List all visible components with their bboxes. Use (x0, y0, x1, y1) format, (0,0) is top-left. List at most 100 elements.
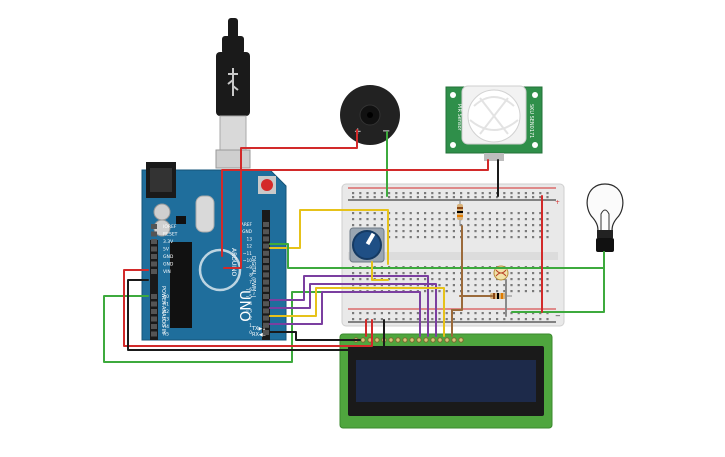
analog-pin[interactable] (151, 301, 157, 307)
arduino-logo-text: UNO (236, 290, 252, 322)
digital-pin[interactable] (263, 301, 269, 307)
digital-pin-label: ~5 (246, 294, 253, 300)
digital-pin-label: ~6 (246, 287, 253, 293)
power-pin-label: GND (163, 254, 174, 260)
analog-pin-label: A4 (163, 324, 169, 330)
digital-pin[interactable] (263, 308, 269, 314)
wire-red-pir[interactable] (221, 159, 489, 257)
lcd-pin[interactable] (444, 337, 450, 343)
wire-yellow-pot-2[interactable] (371, 261, 389, 281)
digital-pin-label: 4 (249, 301, 252, 307)
lcd-pin[interactable] (451, 337, 457, 343)
lcd-pin[interactable] (409, 337, 415, 343)
arduino-brand: ARDUINO (230, 248, 237, 277)
power-pin-label: 5V (163, 247, 170, 253)
wire-red-5v[interactable] (123, 269, 373, 347)
lcd-pin[interactable] (402, 337, 408, 343)
wire-yellow-pot[interactable] (269, 209, 389, 265)
digital-pin[interactable] (263, 294, 269, 299)
digital-pin[interactable] (263, 286, 269, 292)
lcd-pin[interactable] (430, 337, 436, 343)
photoresistor[interactable] (493, 265, 509, 281)
digital-pin-label: ~11 (243, 251, 252, 257)
digital-pin[interactable] (263, 279, 269, 285)
analog-pin-label: A5 (163, 332, 169, 338)
wire-brown-lcd[interactable] (451, 225, 463, 337)
power-pin[interactable] (151, 269, 157, 274)
digital-pin-label: 1 (249, 323, 252, 329)
pir-label-right: SKU SEN0171 (528, 104, 534, 138)
tx-label: TX▶1 (251, 326, 266, 332)
power-pin[interactable] (151, 254, 157, 259)
wire-black-gnd[interactable] (127, 279, 385, 351)
digital-pin-label: ~10 (243, 258, 252, 264)
lcd-pin[interactable] (416, 337, 422, 343)
lcd-pin[interactable] (360, 337, 366, 343)
arduino-uno-board[interactable]: ARDUINO UNO POWER ANALOG IN DIGITAL (PWM… (141, 162, 287, 341)
digital-pin[interactable] (263, 265, 269, 271)
wire-purple-1[interactable] (269, 275, 429, 337)
digital-pin-label: AREF (241, 222, 253, 228)
digital-pin-label: 8 (249, 272, 252, 278)
digital-pin[interactable] (263, 315, 269, 321)
lcd-pin[interactable] (423, 337, 429, 343)
wire-purple-2[interactable] (269, 283, 437, 337)
digital-pin[interactable] (263, 250, 269, 256)
wires (103, 129, 605, 363)
wire-black-lcd[interactable] (269, 331, 361, 341)
pir-sensor[interactable]: PIR Sensor SKU SEN0171 (445, 85, 543, 161)
lcd-pin[interactable] (374, 337, 380, 343)
analog-pin[interactable] (151, 309, 157, 314)
power-pin-label: RESET (163, 232, 178, 238)
resistor-1[interactable] (457, 200, 463, 226)
digital-pin[interactable] (263, 258, 269, 263)
wire-purple-lcd[interactable] (269, 291, 421, 337)
digital-pin-label: ~3 (246, 308, 253, 314)
lcd-pin[interactable] (458, 337, 464, 343)
digital-pin-label: 13 (247, 236, 253, 242)
digital-pin-label: GND (242, 229, 253, 235)
power-pin-label: VIN (163, 269, 171, 275)
power-pin[interactable] (151, 261, 157, 267)
breadboard-plus-label: + (555, 199, 560, 206)
digital-pin[interactable] (263, 229, 269, 235)
piezo-buzzer[interactable]: + − (340, 85, 400, 145)
lcd-16x2-display[interactable] (339, 333, 553, 429)
digital-pin[interactable] (263, 322, 269, 328)
digital-pin[interactable] (263, 222, 269, 227)
digital-pin[interactable] (263, 236, 269, 242)
usb-cable[interactable] (215, 18, 251, 169)
analog-pin-label: A0 (163, 294, 169, 300)
power-pin[interactable] (151, 231, 157, 237)
lcd-pin[interactable] (388, 337, 394, 343)
power-pin[interactable] (151, 224, 157, 229)
analog-pin[interactable] (151, 316, 157, 322)
digital-header-label: DIGITAL (PWM~) (250, 256, 256, 298)
wire-red-buzzer[interactable] (223, 129, 358, 269)
digital-pin[interactable] (263, 243, 269, 249)
potentiometer[interactable] (349, 227, 385, 263)
digital-pin-label: ~9 (246, 265, 253, 271)
power-pin-label: GND (163, 262, 174, 268)
lcd-pin[interactable] (395, 337, 401, 343)
power-pin[interactable] (151, 239, 157, 244)
wire-yellow-lcd[interactable] (269, 287, 445, 337)
rx-label: RX◀0 (252, 332, 266, 338)
analog-pin[interactable] (151, 324, 157, 329)
digital-pin[interactable] (263, 272, 269, 278)
analog-pin-label: A3 (163, 317, 169, 323)
light-bulb[interactable] (586, 183, 624, 252)
pir-label-left: PIR Sensor (456, 104, 462, 132)
lcd-pin[interactable] (437, 337, 443, 343)
digital-pin[interactable] (263, 330, 269, 335)
analog-pin[interactable] (151, 331, 157, 337)
power-pin[interactable] (151, 246, 157, 252)
analog-pin[interactable] (151, 294, 157, 299)
analog-pin-label: A2 (163, 309, 169, 315)
digital-pin-label: 12 (247, 244, 253, 250)
breadboard-minus-label: − (555, 312, 561, 320)
analog-pin-label: A1 (163, 302, 169, 308)
